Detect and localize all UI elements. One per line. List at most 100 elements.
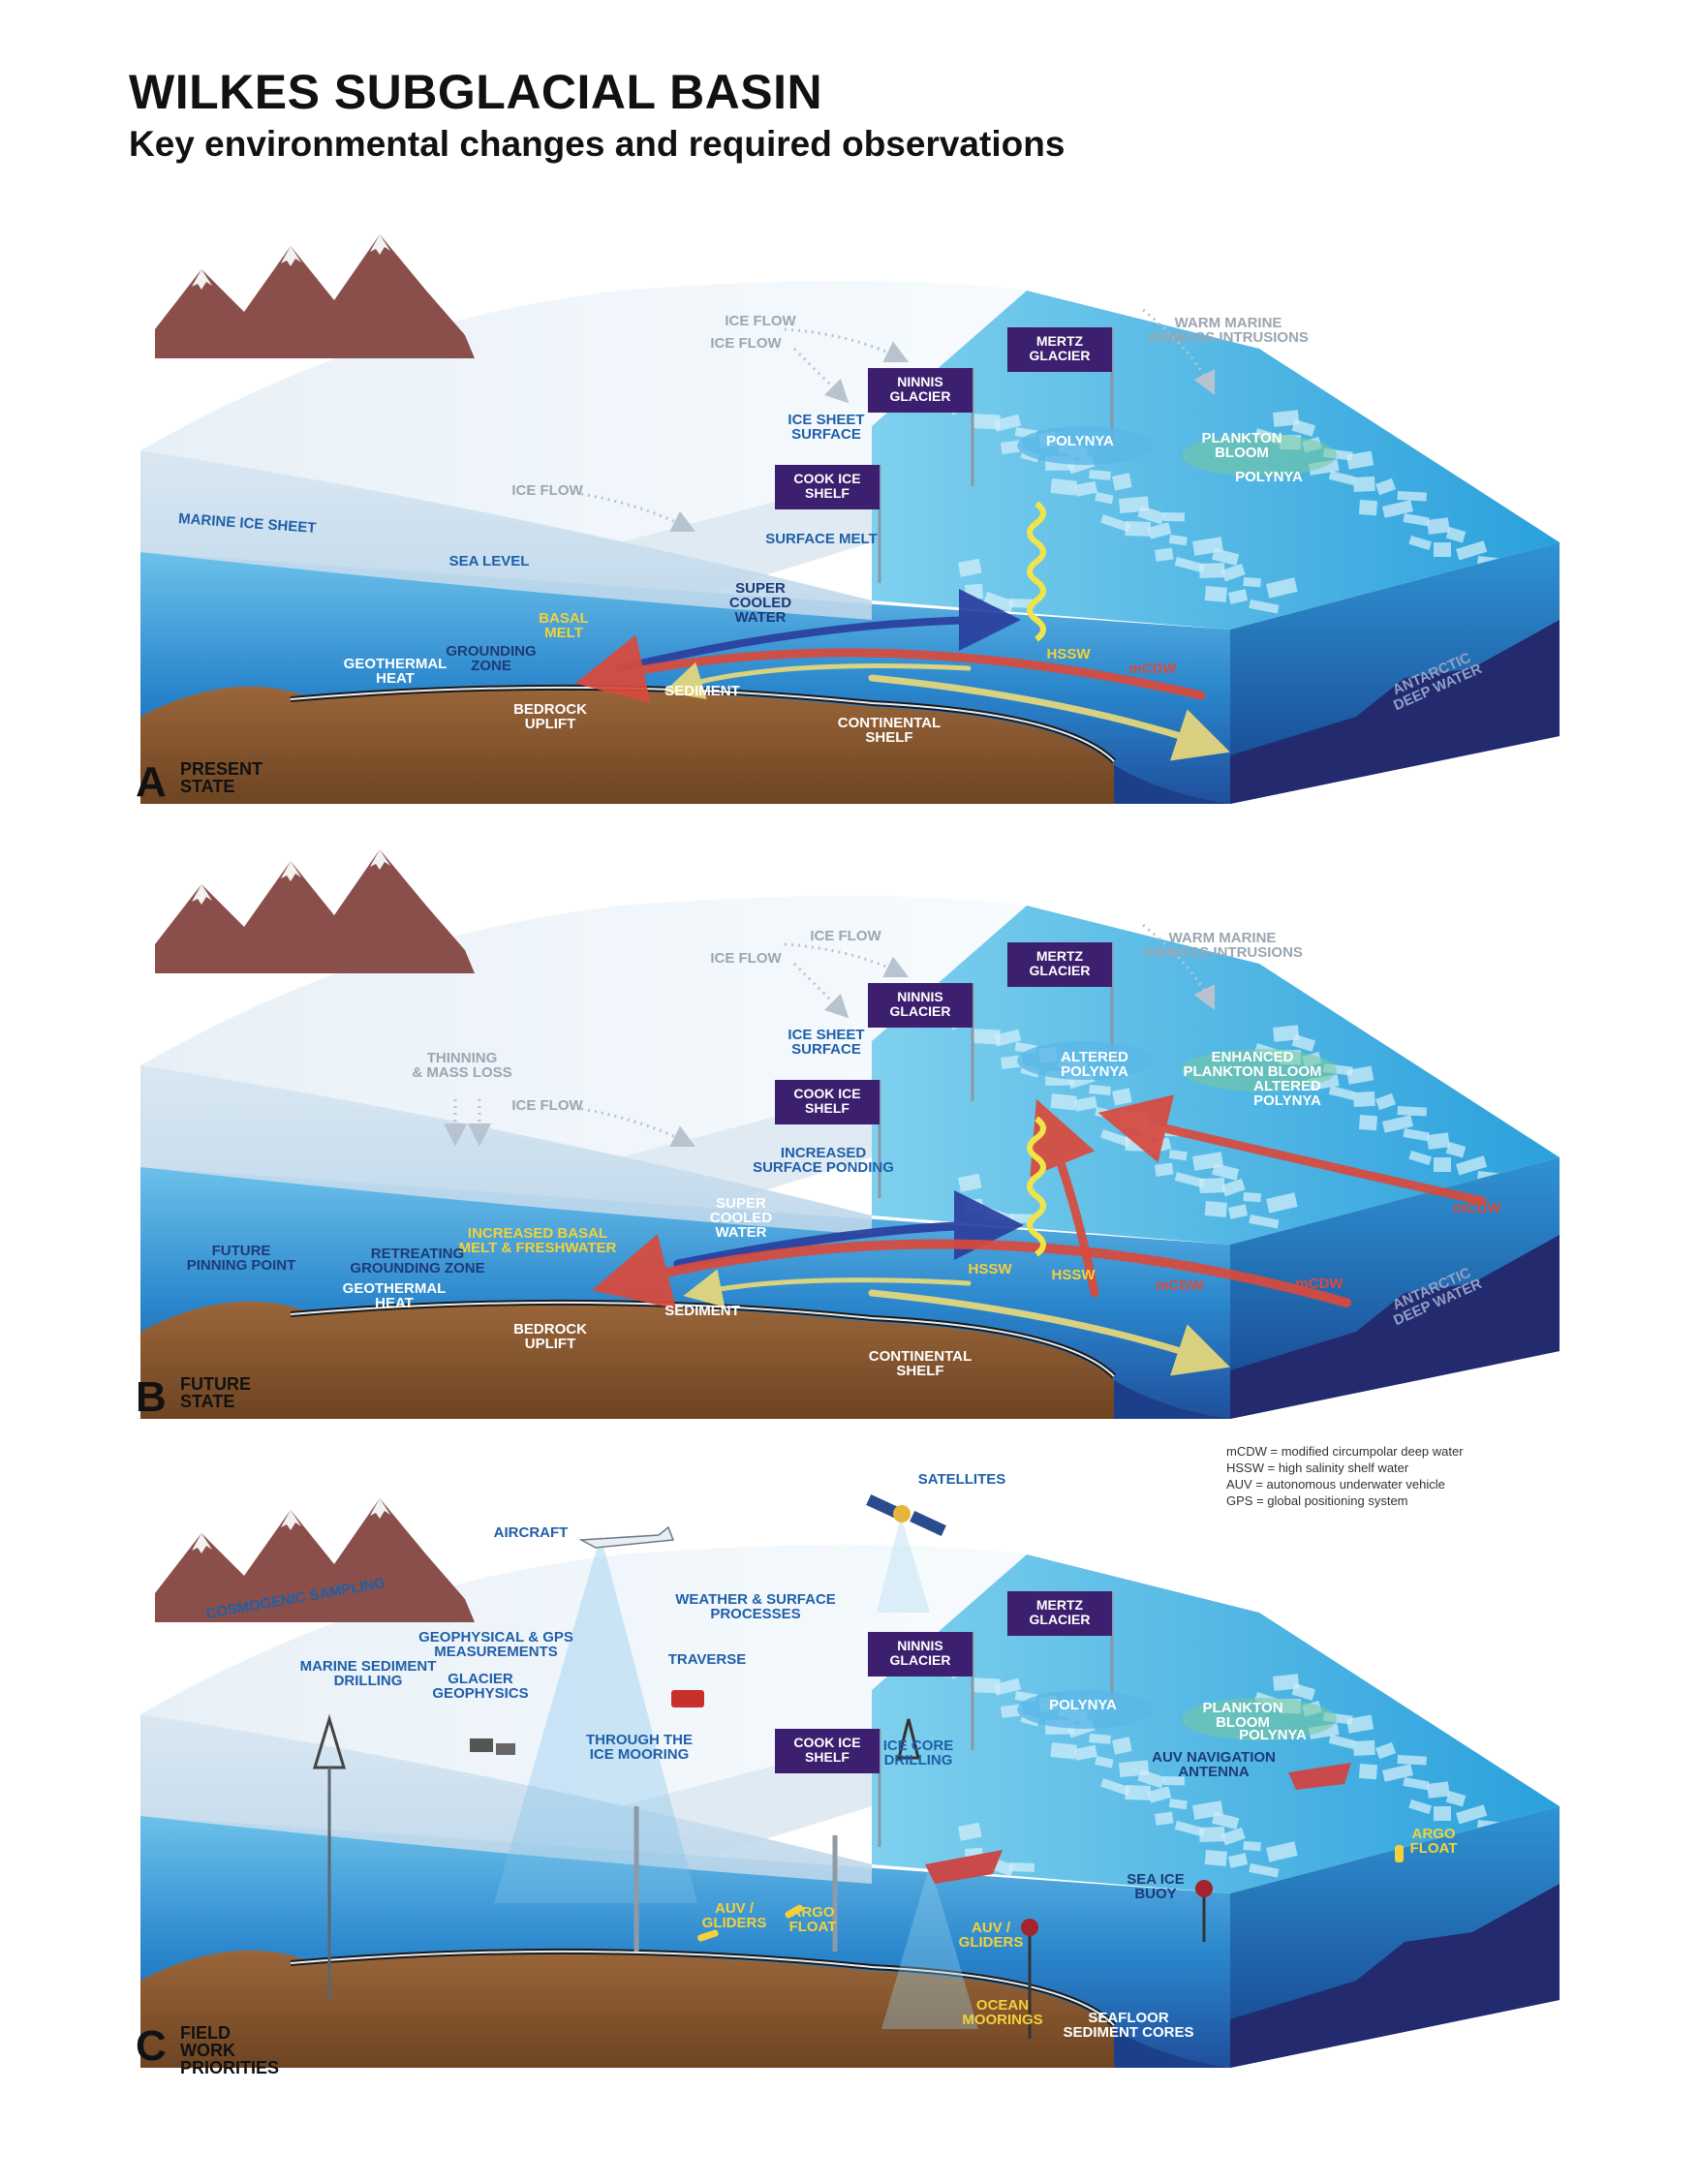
snow-cap (370, 849, 390, 870)
label-line: POLYNYA (1253, 1092, 1321, 1109)
sea-ice-floe (971, 414, 1001, 430)
sea-ice-floe (1328, 471, 1356, 486)
caption-line: FUTURE (180, 1374, 251, 1394)
label-line: SEDIMENT CORES (1063, 2024, 1193, 2041)
flow-arrow (868, 1289, 1230, 1376)
sea-ice-floe (1095, 1756, 1114, 1769)
label-line: SEDIMENT (664, 1303, 740, 1319)
flag-label-line: GLACIER (890, 1652, 951, 1668)
label-line: CONTINENTAL (838, 715, 941, 731)
sea-ice-floe (1456, 1155, 1488, 1176)
label-line: SEAFLOOR (1088, 2010, 1169, 2026)
label-line: SURFACE (791, 1041, 861, 1058)
bedrock (140, 686, 1230, 804)
caption-line: PRESENT (180, 759, 263, 779)
label-line: SEA ICE (1127, 1871, 1184, 1888)
label-line: GLIDERS (959, 1934, 1024, 1951)
snow-cap (192, 1533, 212, 1553)
label-line: AIRMASS INTRUSIONS (1148, 329, 1309, 346)
flow-arrow (616, 589, 1021, 672)
label-line: & MASS LOSS (412, 1064, 511, 1081)
research-vessel-icon (1288, 1763, 1351, 1790)
diagram-label: POLYNYA (1046, 433, 1114, 449)
sediment-highlight (290, 686, 1115, 762)
sea-ice-floe (1265, 577, 1298, 599)
sea-ice-floe (1382, 500, 1413, 518)
label-line: AUV / (972, 1920, 1011, 1936)
label-line: WATER (734, 609, 786, 626)
label-line: INCREASED (781, 1145, 867, 1161)
sea-ice-floe (1397, 1755, 1427, 1766)
polynya (1017, 426, 1153, 465)
label-line: POLYNYA (1061, 1063, 1128, 1080)
sea-ice-floe (1243, 1841, 1261, 1852)
label-line: ALTERED (1061, 1049, 1128, 1065)
flag-label-line: GLACIER (1030, 348, 1091, 363)
sea-ice-floe (1204, 586, 1227, 602)
diagram-label: TRAVERSE (668, 1651, 747, 1668)
label-line: ALTERED (1253, 1078, 1321, 1094)
label-line: GROUNDING (446, 643, 536, 660)
label-line: ICE FLOW (725, 313, 796, 329)
label-line: MARINE SEDIMENT (300, 1658, 437, 1675)
label-line: THINNING (427, 1050, 498, 1066)
label-line: POLYNYA (1046, 433, 1114, 449)
label-line: ICE FLOW (710, 950, 782, 967)
sea-ice-floe (1100, 514, 1131, 533)
sea-ice-floe (1221, 1178, 1246, 1197)
diagram-label: ICE FLOW (810, 928, 881, 944)
label-line: ARGO (1412, 1826, 1456, 1842)
sea-ice-floe (957, 558, 982, 577)
abbreviation-glossary: mCDW = modified circumpolar deep water H… (1226, 1443, 1464, 1509)
sea-ice-floe (1408, 1799, 1433, 1815)
label-line: ICE FLOW (810, 928, 881, 944)
label-line: AIRCRAFT (494, 1524, 569, 1541)
satellite-icon (893, 1505, 911, 1523)
diagram-label: mCDW (1156, 1277, 1204, 1294)
label-line: PLANKTON (1202, 1700, 1282, 1716)
sea-ice-floe (1358, 1115, 1377, 1131)
sea-ice-floe (1095, 492, 1114, 505)
label-line: BUOY (1134, 1886, 1176, 1902)
sea-ice-floe (1265, 1192, 1298, 1214)
sea-ice-floe (1148, 522, 1172, 539)
sea-ice-floe (1291, 418, 1316, 437)
diagram-label: HSSW (969, 1261, 1013, 1277)
glacier-flag (868, 368, 973, 413)
snow-cap (370, 234, 390, 255)
diagram-label: ICE FLOW (511, 482, 583, 499)
label-line: BEDROCK (513, 701, 587, 718)
caption-line: STATE (180, 777, 234, 796)
sea-ice-floe (1212, 548, 1240, 566)
flag-label-line: SHELF (805, 485, 850, 501)
research-vessel-icon (925, 1850, 1003, 1884)
label-line: ICE FLOW (710, 335, 782, 352)
geophysics-equipment-icon (470, 1738, 493, 1752)
sea-ice-floe (964, 583, 984, 600)
sea-ice-floe (1375, 477, 1397, 496)
flag-label-line: COOK ICE (793, 1735, 860, 1750)
mountain-range (155, 1498, 475, 1622)
label-line: OCEAN (976, 1997, 1029, 2014)
shelf-slope (1114, 765, 1230, 804)
label-line: PLANKTON (1201, 430, 1282, 446)
label-line: CONTINENTAL (869, 1348, 972, 1365)
glacier-flag (1007, 1591, 1112, 1636)
label-line: mCDW (1295, 1276, 1344, 1292)
label-line: HEAT (376, 670, 415, 687)
label-line: GLACIER (448, 1671, 513, 1687)
label-line: ICE FLOW (511, 1097, 583, 1114)
label-line: PLANKTON BLOOM (1183, 1063, 1321, 1080)
